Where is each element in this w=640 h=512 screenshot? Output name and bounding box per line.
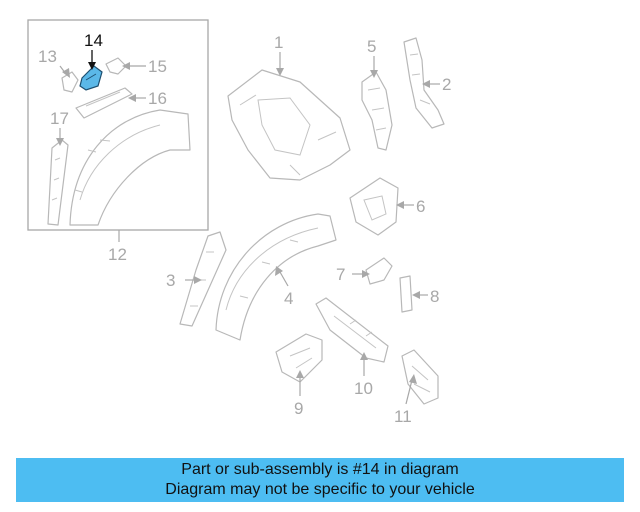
- callout-8: 8: [430, 287, 439, 306]
- part-10[interactable]: [315, 297, 389, 363]
- callout-17: 17: [50, 109, 69, 128]
- caption-line-1: Part or sub-assembly is #14 in diagram: [181, 461, 459, 478]
- info-banner: Part or sub-assembly is #14 in diagram D…: [16, 458, 624, 502]
- part-1[interactable]: [227, 69, 351, 181]
- leader-14: [88, 50, 96, 70]
- parts-diagram: 1 2 3 4 5 6 7 8 9 10 11 12 13 14 15 16 1…: [27, 19, 451, 426]
- callout-7: 7: [336, 265, 345, 284]
- part-13[interactable]: [61, 71, 79, 93]
- part-7[interactable]: [365, 257, 393, 285]
- leader-lines: [56, 52, 440, 405]
- part-8[interactable]: [399, 275, 413, 313]
- inset-box: [27, 19, 209, 231]
- callout-5: 5: [367, 37, 376, 56]
- part-4[interactable]: [215, 213, 337, 341]
- part-9[interactable]: [275, 333, 323, 383]
- part-5[interactable]: [361, 71, 393, 151]
- part-14-highlighted[interactable]: [79, 65, 103, 91]
- callout-16: 16: [148, 89, 167, 108]
- part-16[interactable]: [75, 87, 133, 119]
- part-6[interactable]: [349, 177, 399, 236]
- callout-6: 6: [416, 197, 425, 216]
- callout-14-highlighted: 14: [84, 31, 103, 50]
- callout-1: 1: [274, 33, 283, 52]
- part-15[interactable]: [105, 57, 127, 75]
- callout-11: 11: [394, 407, 412, 426]
- callout-9: 9: [294, 399, 303, 418]
- callout-10: 10: [354, 379, 373, 398]
- part-12[interactable]: [69, 109, 191, 226]
- callout-15: 15: [148, 57, 167, 76]
- part-2[interactable]: [403, 37, 445, 129]
- part-17[interactable]: [47, 139, 69, 226]
- part-3[interactable]: [179, 231, 227, 327]
- callout-3: 3: [166, 271, 175, 290]
- callout-4: 4: [284, 289, 293, 308]
- callout-2: 2: [442, 75, 451, 94]
- callout-13: 13: [38, 47, 57, 66]
- callout-12: 12: [108, 245, 127, 264]
- part-11[interactable]: [401, 349, 439, 405]
- caption-line-2: Diagram may not be specific to your vehi…: [165, 481, 475, 498]
